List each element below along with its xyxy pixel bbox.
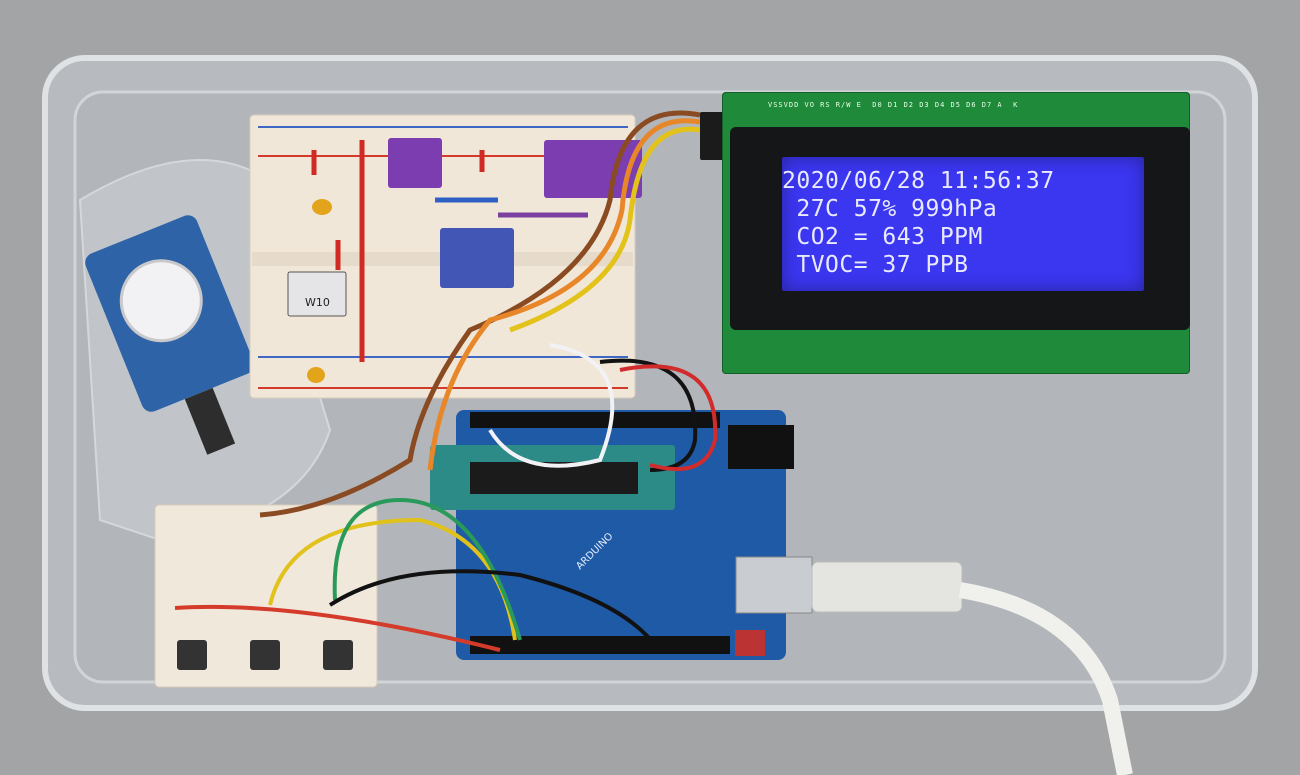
- lcd-line-datetime: 2020/06/28 11:56:37: [782, 168, 1055, 194]
- red-wire: [174, 604, 501, 652]
- black-wire: [599, 358, 698, 472]
- rtc-module: [85, 215, 255, 455]
- red-wire: [619, 364, 718, 472]
- push-button: [250, 640, 280, 670]
- regulator-marking: W10: [305, 296, 330, 309]
- black-wire: [328, 569, 657, 647]
- lcd-line-co2: CO2 = 643 PPM: [782, 224, 983, 250]
- lcd-pin-labels: VSSVDD VO RS R/W E D0 D1 D2 D3 D4 D5 D6 …: [768, 101, 1019, 109]
- wire-header: [700, 112, 726, 160]
- capacitor: [307, 367, 325, 383]
- level-shifter-board: [440, 228, 514, 288]
- push-button: [177, 640, 207, 670]
- lcd-line-climate: 27C 57% 999hPa: [782, 196, 998, 222]
- white-wire: [488, 343, 615, 468]
- voltage-regulator: [287, 271, 347, 317]
- lcd-line-tvoc: TVOC= 37 PPB: [782, 252, 969, 278]
- capacitor: [312, 199, 332, 215]
- usb-plug: [811, 561, 963, 613]
- button-breadboard: [154, 504, 378, 688]
- ccs811-sensor-board: [544, 140, 642, 198]
- yellow-wire: [509, 126, 701, 333]
- orange-wire: [427, 118, 701, 471]
- usb-cable: [958, 582, 1133, 775]
- bme280-sensor-board: [388, 138, 442, 188]
- lcd-screen: 2020/06/28 11:56:37 27C 57% 999hPa CO2 =…: [782, 157, 1144, 291]
- brown-wire: [259, 110, 701, 518]
- push-button: [323, 640, 353, 670]
